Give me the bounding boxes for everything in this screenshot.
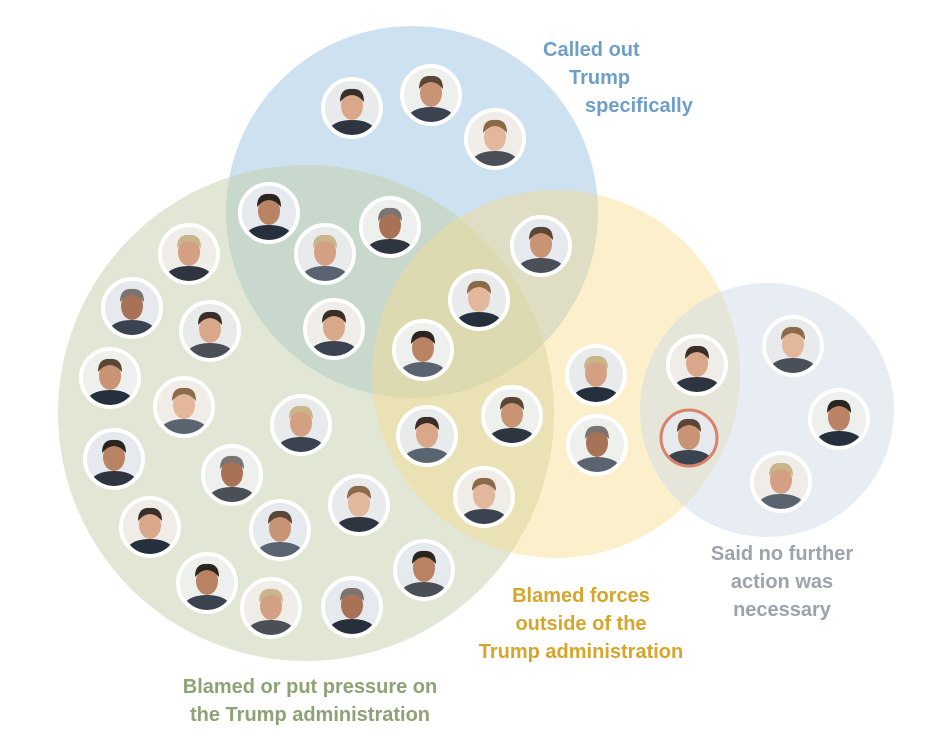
portrait-p11 — [158, 223, 220, 285]
portrait-p15 — [153, 376, 215, 438]
portrait-p23 — [240, 577, 302, 639]
portrait-p34 — [808, 388, 870, 450]
portrait-p29 — [565, 344, 627, 406]
label-no-action-line-3: necessary — [733, 599, 831, 621]
label-outside-forces-line-1: Blamed forces — [512, 585, 650, 607]
label-pressure-line-1: Blamed or put pressure on — [182, 676, 438, 698]
portrait-p21 — [328, 474, 390, 536]
portrait-p10 — [392, 319, 454, 381]
portrait-p07 — [303, 298, 365, 360]
label-called-out-line-2: Trump — [569, 67, 631, 89]
label-called-out-line-3: specifically — [585, 95, 693, 117]
portrait-p14 — [79, 347, 141, 409]
portrait-p32 — [659, 408, 719, 468]
label-no-action-line-2: action was — [730, 571, 834, 593]
portrait-p31 — [666, 334, 728, 396]
label-called-out-line-1: Called out — [543, 39, 640, 61]
portrait-p09 — [448, 269, 510, 331]
portrait-p17 — [270, 394, 332, 456]
portrait-p20 — [249, 499, 311, 561]
portrait-p02 — [400, 64, 462, 126]
label-outside-forces-line-2: outside of the — [515, 613, 647, 635]
label-outside-forces-line-3: Trump administration — [478, 641, 684, 663]
portrait-p30 — [566, 414, 628, 476]
label-blamed-trump-administration: Blamed or put pressure on the Trump admi… — [160, 673, 460, 729]
label-blamed-outside-forces: Blamed forces outside of the Trump admin… — [466, 582, 696, 666]
portrait-p06 — [359, 196, 421, 258]
portrait-p22 — [176, 552, 238, 614]
portrait-p26 — [481, 385, 543, 447]
portrait-p12 — [101, 277, 163, 339]
portrait-p13 — [179, 300, 241, 362]
label-called-out-trump: Called out Trump specifically — [543, 36, 693, 120]
portrait-p28 — [393, 539, 455, 601]
portrait-p35 — [750, 451, 812, 513]
label-no-further-action: Said no further action was necessary — [696, 540, 868, 624]
label-pressure-line-2: the Trump administration — [189, 704, 431, 726]
portrait-p27 — [453, 466, 515, 528]
portrait-p18 — [201, 444, 263, 506]
portrait-p03 — [464, 108, 526, 170]
portrait-p04 — [238, 182, 300, 244]
portrait-p05 — [294, 223, 356, 285]
label-no-action-line-1: Said no further — [710, 543, 854, 565]
portrait-markers — [79, 64, 870, 639]
portrait-p19 — [119, 496, 181, 558]
portrait-p16 — [83, 428, 145, 490]
portrait-p08 — [510, 215, 572, 277]
portrait-p01 — [321, 77, 383, 139]
portrait-p33 — [762, 315, 824, 377]
portrait-p25 — [396, 405, 458, 467]
portrait-p24 — [321, 576, 383, 638]
